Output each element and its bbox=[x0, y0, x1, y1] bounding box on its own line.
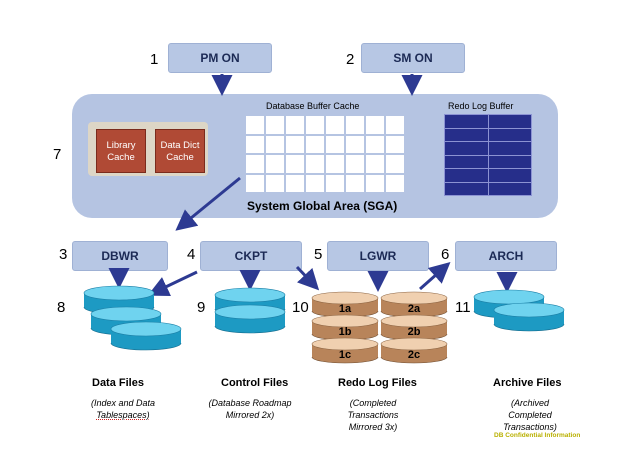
data-file-disk-3 bbox=[110, 321, 182, 351]
pmon-process: PM ON bbox=[168, 43, 272, 73]
arrow-redo-arch bbox=[419, 262, 451, 291]
database-buffer-cache bbox=[244, 114, 406, 194]
lgwr-process: LGWR bbox=[327, 241, 429, 271]
redo-group-2c: 2c bbox=[407, 349, 421, 361]
step-number-6: 6 bbox=[441, 246, 450, 263]
redo-log-buffer bbox=[444, 114, 532, 196]
redo-log-files-title: Redo Log Files bbox=[338, 377, 417, 389]
redo-buffer-label: Redo Log Buffer bbox=[448, 101, 514, 111]
redo-log-files-desc: (Completed Transactions Mirrored 3x) bbox=[347, 398, 399, 432]
redo-group-2a: 2a bbox=[407, 303, 421, 315]
archive-files-desc: (Archived Completed Transactions) bbox=[503, 398, 557, 432]
library-cache: Library Cache bbox=[96, 129, 146, 173]
archive-disk-2 bbox=[493, 302, 565, 332]
step-number-5: 5 bbox=[314, 246, 323, 263]
step-number-3: 3 bbox=[59, 246, 68, 263]
step-number-2: 2 bbox=[346, 51, 355, 68]
arrow-ckpt-redo bbox=[295, 265, 320, 291]
step-number-1: 1 bbox=[150, 51, 159, 68]
step-number-7: 7 bbox=[53, 146, 62, 163]
step-number-9: 9 bbox=[197, 299, 206, 316]
confidential-footer: DB Confidential Information bbox=[494, 432, 581, 439]
arrow-cache-dbwr bbox=[175, 176, 241, 231]
buffer-cache-label: Database Buffer Cache bbox=[266, 101, 360, 111]
data-files-desc: (Index and Data Tablespaces) bbox=[90, 398, 156, 420]
arch-process: ARCH bbox=[455, 241, 557, 271]
redo-group-2b: 2b bbox=[407, 326, 421, 338]
step-number-10: 10 bbox=[292, 299, 309, 316]
smon-process: SM ON bbox=[361, 43, 465, 73]
archive-files-title: Archive Files bbox=[493, 377, 562, 389]
step-number-4: 4 bbox=[187, 246, 196, 263]
step-number-8: 8 bbox=[57, 299, 66, 316]
ckpt-process: CKPT bbox=[200, 241, 302, 271]
data-dict-cache: Data Dict Cache bbox=[155, 129, 205, 173]
control-files-desc: (Database Roadmap Mirrored 2x) bbox=[208, 398, 292, 420]
data-files-title: Data Files bbox=[92, 377, 144, 389]
redo-group-1a: 1a bbox=[338, 303, 352, 315]
step-number-11: 11 bbox=[455, 299, 471, 316]
redo-group-1b: 1b bbox=[338, 326, 352, 338]
arrow-ckpt-data bbox=[147, 270, 198, 297]
control-files-title: Control Files bbox=[221, 377, 289, 389]
control-file-disk-2 bbox=[214, 304, 286, 334]
redo-group-1c: 1c bbox=[338, 349, 352, 361]
sga-title: System Global Area (SGA) bbox=[247, 199, 398, 213]
